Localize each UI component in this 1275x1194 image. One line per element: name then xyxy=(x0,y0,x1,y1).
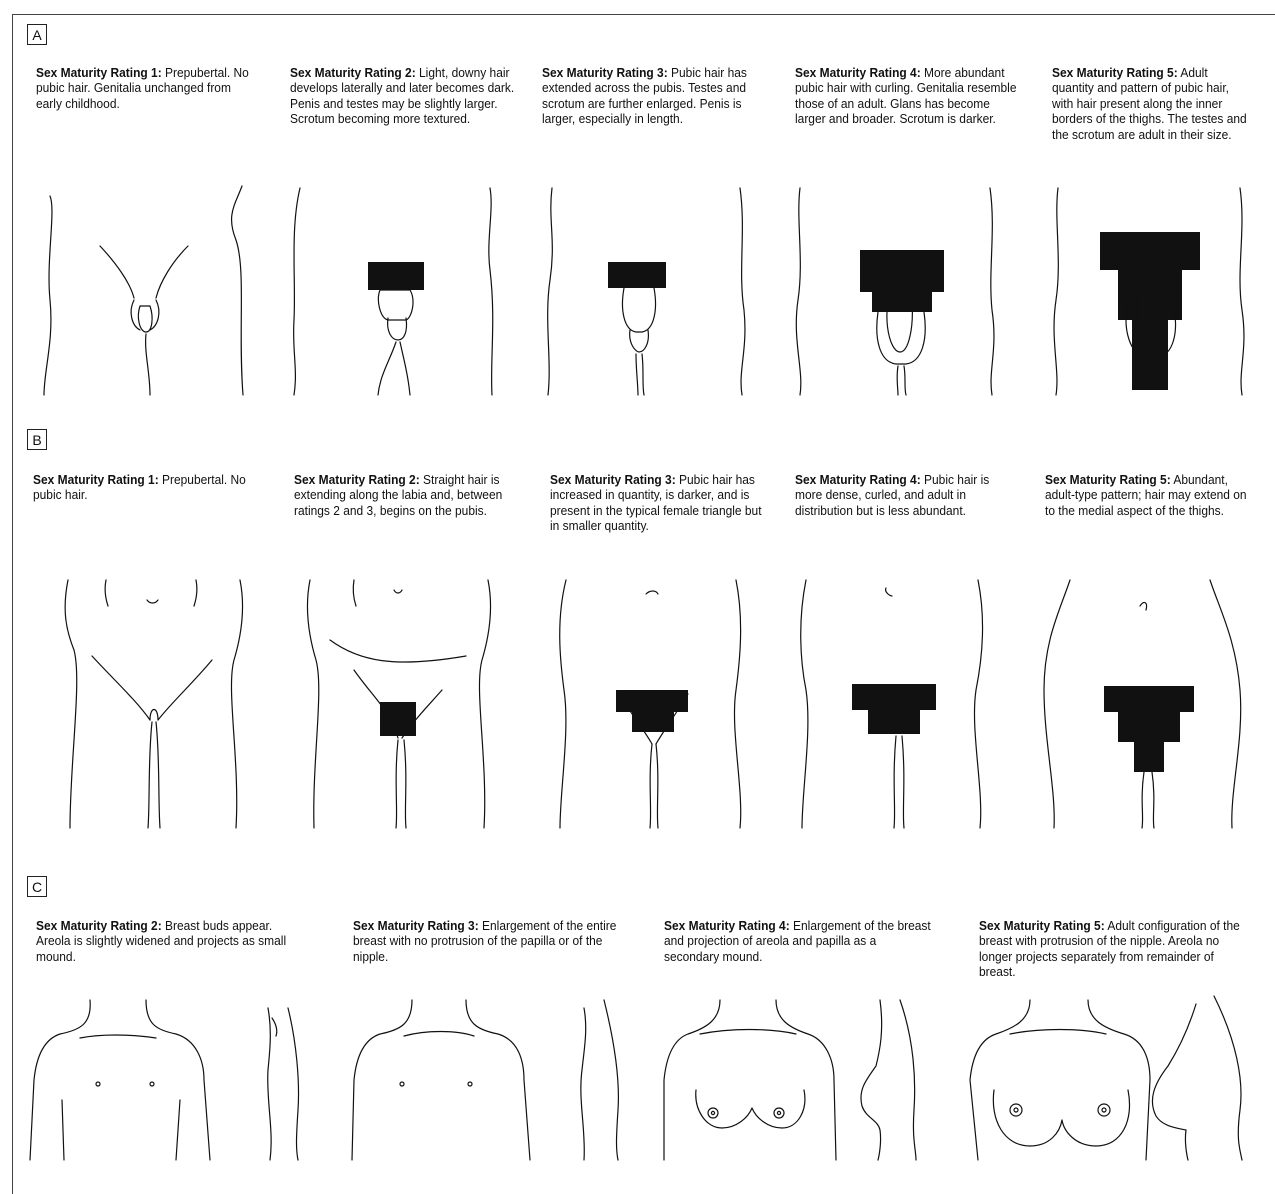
illustration-b-5 xyxy=(1044,580,1241,828)
illustration-b-2 xyxy=(308,580,491,828)
illustration-b-4 xyxy=(801,580,983,828)
illustration-b-3 xyxy=(560,580,741,828)
illustration-c-2-front xyxy=(30,1000,210,1160)
illustration-c-5-front xyxy=(970,1000,1150,1160)
illustration-c-2-side xyxy=(268,1008,299,1160)
illustration-a-5 xyxy=(1054,188,1244,395)
illustration-c-3-side xyxy=(581,1000,619,1160)
illustration-c-4-front xyxy=(664,1000,836,1160)
illustration-a-2 xyxy=(294,188,493,395)
illustration-a-4 xyxy=(796,188,994,395)
illustration-a-3 xyxy=(548,188,745,395)
illustration-a-1 xyxy=(44,186,243,395)
illustration-c-4-side xyxy=(861,1000,916,1160)
illustration-c-3-front xyxy=(352,1000,530,1160)
illustration-b-1 xyxy=(65,580,242,828)
illustration-c-5-side xyxy=(1152,996,1242,1160)
